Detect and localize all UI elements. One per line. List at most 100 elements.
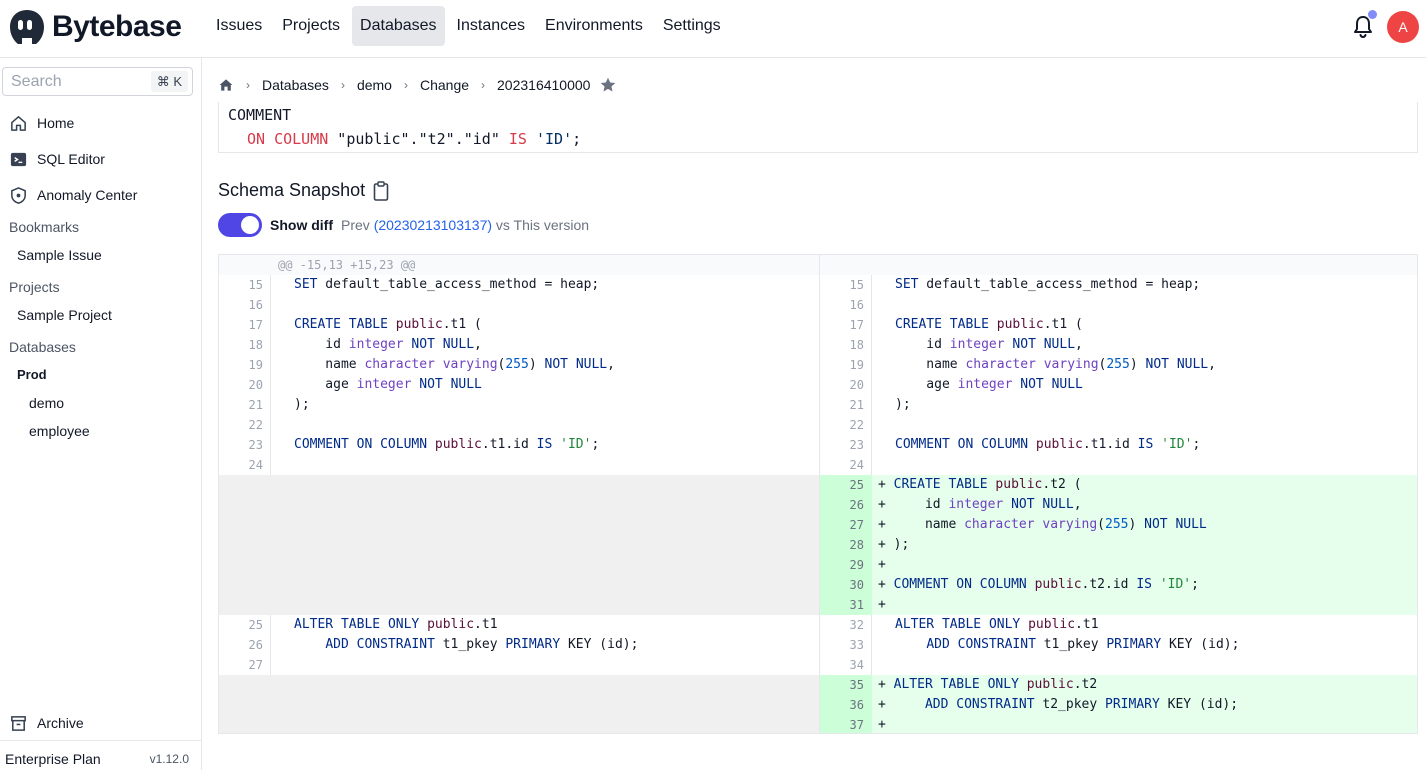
diff-line: 19 name character varying(255) NOT NULL,	[219, 355, 819, 375]
diff-line: 33 ADD CONSTRAINT t1_pkey PRIMARY KEY (i…	[820, 635, 1417, 655]
sql-keyword: IS	[508, 130, 527, 148]
diff-line: 34	[820, 655, 1417, 675]
database-item-employee[interactable]: employee	[29, 423, 90, 439]
sidebar-item-sql-editor[interactable]: SQL Editor	[9, 148, 105, 170]
line-number: 34	[849, 658, 864, 672]
nav-issues[interactable]: Issues	[216, 17, 263, 34]
sidebar-item-home[interactable]: Home	[9, 112, 74, 134]
clipboard-icon[interactable]	[373, 180, 389, 201]
line-number: 26	[849, 498, 864, 512]
code-text: + name character varying(255) NOT NULL	[878, 517, 1207, 532]
nav-settings[interactable]: Settings	[662, 17, 721, 34]
code-text: ADD CONSTRAINT t1_pkey PRIMARY KEY (id);	[325, 637, 639, 652]
diff-line-added: 26+ id integer NOT NULL,	[820, 495, 1417, 515]
diff-line: 27	[219, 655, 819, 675]
nav-environments[interactable]: Environments	[545, 17, 643, 34]
diff-line: 20 age integer NOT NULL	[820, 375, 1417, 395]
version-label: v1.12.0	[149, 752, 189, 766]
schema-snapshot-title: Schema Snapshot	[218, 180, 389, 201]
diff-line-empty	[219, 575, 819, 595]
line-number: 21	[248, 398, 263, 412]
code-text: + ALTER TABLE ONLY public.t2	[878, 677, 1098, 692]
toggle-knob	[241, 216, 259, 234]
search-placeholder: Search	[11, 73, 62, 90]
line-number: 25	[849, 478, 864, 492]
breadcrumb: › Databases › demo › Change › 2023164100…	[218, 75, 617, 95]
line-number: 15	[248, 278, 263, 292]
diff-line: 16	[820, 295, 1417, 315]
breadcrumb-change[interactable]: Change	[419, 77, 470, 93]
diff-line: 22	[219, 415, 819, 435]
prev-version-link[interactable]: (20230213103137)	[373, 217, 493, 233]
code-text: +	[878, 557, 886, 572]
home-icon	[11, 115, 26, 131]
line-number: 32	[849, 618, 864, 632]
user-avatar[interactable]: A	[1387, 11, 1419, 43]
archive-icon	[11, 715, 26, 731]
diff-line: 22	[820, 415, 1417, 435]
star-icon[interactable]	[599, 76, 617, 94]
sidebar-item-label: SQL Editor	[37, 151, 105, 167]
home-icon[interactable]	[218, 77, 234, 93]
diff-hunk-header: @@ -15,13 +15,23 @@	[219, 255, 819, 275]
search-shortcut-badge: ⌘ K	[150, 71, 188, 92]
diff-line-added: 27+ name character varying(255) NOT NULL	[820, 515, 1417, 535]
code-text: ALTER TABLE ONLY public.t1	[895, 617, 1099, 632]
nav-projects[interactable]: Projects	[282, 17, 341, 34]
show-diff-toggle[interactable]	[218, 213, 262, 237]
bytebase-logo-icon	[10, 10, 44, 44]
diff-line-empty	[219, 715, 819, 733]
sidebar-item-label: Anomaly Center	[37, 187, 138, 203]
diff-gutter-added	[820, 515, 872, 535]
diff-line-added: 31+	[820, 595, 1417, 615]
breadcrumb-demo[interactable]: demo	[356, 77, 392, 93]
code-text: + ADD CONSTRAINT t2_pkey PRIMARY KEY (id…	[878, 697, 1239, 712]
code-text: COMMENT ON COLUMN public.t1.id IS 'ID';	[294, 437, 600, 452]
bytebase-logo[interactable]: Bytebase	[8, 8, 182, 46]
diff-line: 18 id integer NOT NULL,	[219, 335, 819, 355]
notification-bell-icon[interactable]	[1351, 14, 1375, 40]
diff-line-added: 25+ CREATE TABLE public.t2 (	[820, 475, 1417, 495]
diff-gutter-added	[820, 715, 872, 733]
line-number: 35	[849, 678, 864, 692]
diff-line-empty	[219, 495, 819, 515]
nav-instances[interactable]: Instances	[456, 17, 526, 34]
sidebar-item-label: Archive	[37, 715, 84, 731]
sql-line: ON COLUMN "public"."t2"."id" IS 'ID';	[247, 130, 581, 148]
projects-heading: Projects	[9, 279, 60, 295]
diff-line: 21);	[219, 395, 819, 415]
nav-databases[interactable]: Databases	[352, 6, 445, 46]
search-input[interactable]: Search ⌘ K	[2, 67, 193, 96]
diff-line-empty	[219, 475, 819, 495]
breadcrumb-databases[interactable]: Databases	[262, 77, 329, 93]
line-number: 29	[849, 558, 864, 572]
line-number: 16	[248, 298, 263, 312]
diff-line-added: 35 + ALTER TABLE ONLY public.t2	[820, 675, 1417, 695]
diff-line-empty	[219, 515, 819, 535]
diff-line-added: 37+	[820, 715, 1417, 733]
line-number: 16	[849, 298, 864, 312]
diff-line: 32 ALTER TABLE ONLY public.t1	[820, 615, 1417, 635]
breadcrumb-separator: ›	[246, 78, 250, 92]
code-text: name character varying(255) NOT NULL,	[895, 357, 1216, 372]
diff-gutter-added	[820, 695, 872, 715]
code-text: SET default_table_access_method = heap;	[895, 277, 1201, 292]
diff-gutter-added	[820, 575, 872, 595]
bookmark-item-sample-issue[interactable]: Sample Issue	[17, 247, 102, 263]
plan-label[interactable]: Enterprise Plan	[5, 751, 101, 767]
project-item-sample-project[interactable]: Sample Project	[17, 307, 112, 323]
database-item-demo[interactable]: demo	[29, 395, 65, 411]
sql-line: COMMENT	[228, 106, 292, 124]
line-number: 17	[248, 318, 263, 332]
sidebar-item-archive[interactable]: Archive	[9, 712, 84, 734]
diff-line: 20 age integer NOT NULL	[219, 375, 819, 395]
line-number: 28	[849, 538, 864, 552]
prev-prefix: Prev	[341, 217, 374, 233]
line-number: 18	[849, 338, 864, 352]
sidebar-item-anomaly-center[interactable]: Anomaly Center	[9, 184, 137, 206]
diff-hunk-header	[820, 255, 1417, 275]
